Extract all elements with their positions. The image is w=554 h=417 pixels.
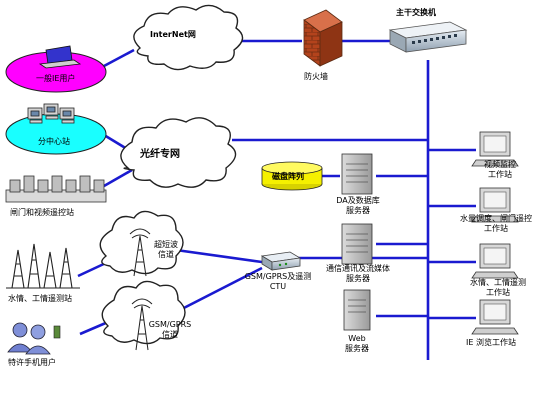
comm-server-line2: 服务器: [346, 274, 370, 283]
shortwave-line2: 信道: [158, 250, 174, 259]
shortwave-label: 超短波 信道: [146, 240, 186, 260]
link-shortwave-ctu: [175, 248, 263, 264]
firewall-label: 防火墙: [304, 72, 328, 81]
mobile-users-label: 特许手机用户: [8, 358, 56, 367]
web-server-label: Web 服务器: [332, 334, 382, 354]
gsm-ctu-label: GSM/GPRS及遥测 CTU: [228, 272, 328, 292]
ws-monitor-line1: 水情、工情遥测: [470, 278, 526, 287]
ws-ie-label: IE 浏览工作站: [466, 338, 516, 347]
workstation-icon: [471, 243, 519, 279]
shortwave-line1: 超短波: [154, 240, 178, 249]
gsm-channel-line1: GSM/GPRS: [148, 320, 192, 329]
sub-center-node: [5, 103, 107, 155]
gsm-ctu-line1: GSM/GPRS及遥测: [244, 272, 312, 281]
ws-monitor-line2: 工作站: [486, 288, 510, 297]
db-server-line1: DA及数据库: [336, 196, 380, 205]
ws-monitor-label: 水情、工情遥测 工作站: [456, 278, 540, 298]
internet-label: InterNet网: [150, 30, 196, 39]
gsm-channel-label: GSM/GPRS 信道: [148, 320, 192, 340]
gsm-channel-line2: 信道: [162, 330, 178, 339]
comm-server-line1: 通信通讯及流媒体: [326, 264, 390, 273]
link-ie-user-internet: [103, 48, 135, 68]
ws-dispatch-line2: 工作站: [484, 224, 508, 233]
telemetry-towers-icon: [6, 243, 80, 289]
web-server-line2: 服务器: [345, 344, 369, 353]
link-gsm-ctu: [175, 266, 263, 314]
laptop-icon: [38, 45, 82, 69]
main-switch-icon: [388, 21, 468, 53]
ws-video-label: 视频监控 工作站: [470, 160, 530, 180]
firewall-icon: [303, 9, 343, 67]
web-server-line1: Web: [348, 334, 366, 343]
cloud-internet: [133, 4, 244, 71]
gsm-ctu-device-icon: [260, 251, 302, 271]
sub-center-label: 分中心站: [38, 137, 70, 146]
gate-station-label: 闸门和视频遥控站: [10, 208, 74, 217]
cloud-shortwave: [99, 210, 184, 275]
server-icon: [341, 153, 373, 195]
db-server-line2: 服务器: [346, 206, 370, 215]
ws-video-line1: 视频监控: [484, 160, 516, 169]
radio-tower-icon: [129, 228, 151, 277]
comm-server-label: 通信通讯及流媒体 服务器: [314, 264, 402, 284]
link-mobile-gsm: [79, 320, 109, 336]
disk-array-label: 磁盘阵列: [272, 172, 304, 181]
link-gate-fiber: [103, 168, 133, 188]
main-switch-label: 主干交换机: [396, 8, 436, 17]
fiber-network-label: 光纤专网: [140, 149, 180, 160]
workstation-icon: [471, 131, 519, 167]
workstation-icon: [471, 299, 519, 335]
disk-array-icon: [261, 161, 323, 191]
cloud-gsm: [101, 280, 186, 345]
server-icon: [343, 289, 371, 331]
ie-user-node: [5, 45, 107, 93]
gsm-ctu-line2: CTU: [269, 282, 287, 291]
gate-station-icon: [5, 175, 107, 203]
cloud-fiber: [120, 117, 237, 188]
computer-icon: [27, 103, 75, 124]
ie-user-label: 一般IE用户: [36, 74, 76, 83]
ws-dispatch-label: 水量调度、闸门遥控 工作站: [446, 214, 546, 234]
radio-tower-icon: [131, 298, 153, 351]
server-icon: [341, 223, 373, 265]
workstation-icon: [471, 187, 519, 223]
db-server-label: DA及数据库 服务器: [322, 196, 394, 216]
ws-dispatch-line1: 水量调度、闸门遥控: [460, 214, 532, 223]
water-level-station-label: 水情、工情遥测站: [8, 294, 72, 303]
mobile-users-icon: [7, 322, 61, 355]
ws-video-line2: 工作站: [488, 170, 512, 179]
